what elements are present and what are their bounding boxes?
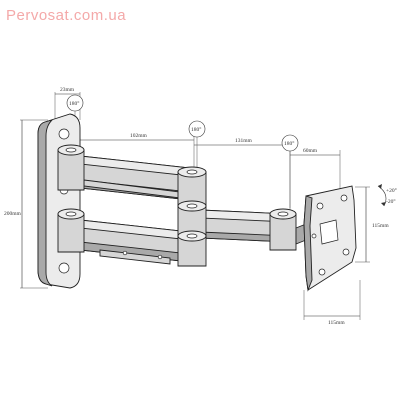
rotation-badge-3: 180°: [281, 134, 299, 208]
extension-arm: [199, 209, 291, 243]
dim-label-23: 23mm: [60, 87, 75, 93]
svg-text:180°: 180°: [191, 126, 201, 133]
hinge-lower-wall: [57, 208, 85, 253]
dim-label-115-w: 115mm: [328, 320, 345, 326]
tilt-up-label: +20°: [386, 187, 397, 194]
dim-wall-height: 200mm: [4, 119, 48, 289]
hinge-tilt-head: [269, 208, 307, 251]
dim-label-115-h: 115mm: [372, 223, 389, 229]
hinge-middle-lower: [177, 200, 207, 267]
dim-label-60: 60mm: [303, 148, 318, 154]
hinge-middle-upper: [177, 166, 207, 207]
dim-plate-height: 115mm: [355, 186, 389, 263]
vesa-plate: [303, 185, 357, 292]
dim-label-102: 102mm: [130, 133, 148, 139]
tilt-indicator: +20° -20°: [377, 184, 397, 207]
dim-label-131: 131mm: [235, 138, 253, 144]
dim-plate-width: 115mm: [303, 280, 361, 326]
svg-text:180°: 180°: [69, 100, 79, 107]
lower-arm: [61, 217, 191, 265]
watermark: Pervosat.com.ua: [6, 7, 126, 24]
rotation-badge-2: 180°: [188, 120, 206, 168]
dim-label-200: 200mm: [4, 211, 22, 217]
wall-plate: [37, 113, 81, 289]
tilt-down-label: -20°: [386, 198, 396, 205]
svg-text:180°: 180°: [284, 140, 294, 147]
hinge-upper-wall: [57, 144, 85, 191]
